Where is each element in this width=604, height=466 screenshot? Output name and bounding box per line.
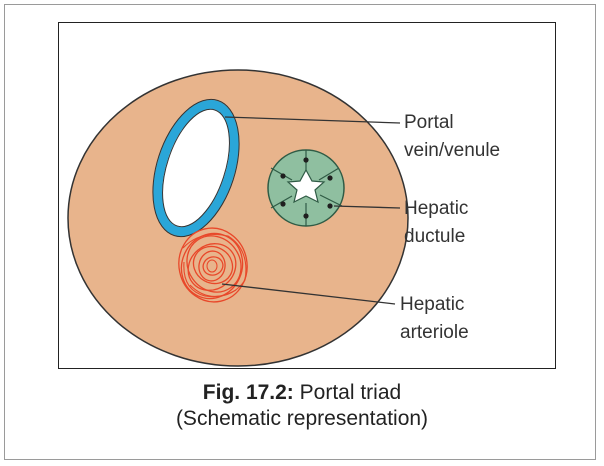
portal-vein-label-line2: vein/venule [404, 138, 500, 163]
hepatic-arteriole-label-line2: arteriole [400, 320, 469, 345]
figure-subtitle: (Schematic representation) [0, 406, 604, 432]
hepatic-ductule-label-line1: Hepatic [404, 196, 468, 221]
portal-vein-label-line1: Portal [404, 110, 454, 135]
figure-number: Fig. 17.2: [203, 381, 294, 404]
figure-title: Portal triad [300, 381, 402, 404]
hepatic-arteriole-label-line1: Hepatic [400, 292, 464, 317]
figure-caption: Fig. 17.2: Portal triad [0, 380, 604, 406]
hepatic-ductule-label-line2: ductule [404, 224, 465, 249]
tissue-section [68, 70, 408, 366]
hepatic-ductule [268, 150, 344, 226]
